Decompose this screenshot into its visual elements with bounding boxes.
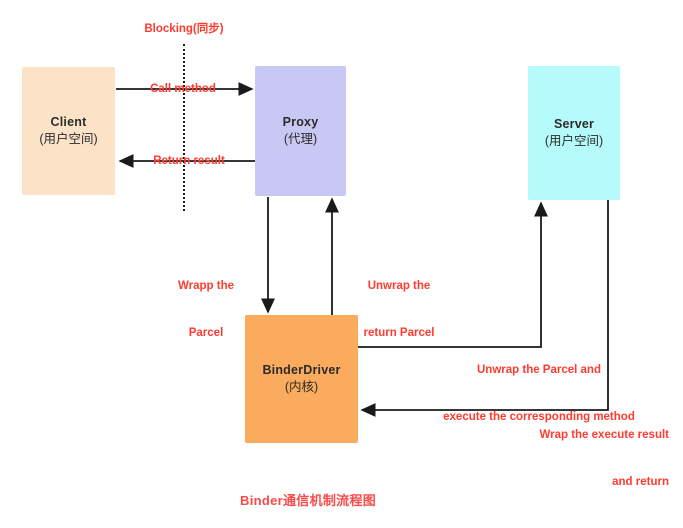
label-wrap-result-line1: Wrap the execute result [539,429,669,442]
blocking-dotted-line [183,44,185,211]
node-binder-driver-subtitle: (内核) [284,380,319,394]
label-wrapp-parcel-line2: Parcel [188,326,224,339]
node-binder-driver[interactable]: BinderDriver (内核) [245,315,358,443]
node-proxy[interactable]: Proxy (代理) [255,66,346,196]
label-unwrap-return-parcel-line1: Unwrap the [367,280,431,293]
label-return-result: Return result [153,155,225,167]
node-client-title: Client [50,115,87,130]
diagram-caption: Binder通信机制流程图 [240,493,377,508]
label-wrapp-parcel-line1: Wrapp the [177,280,234,293]
label-blocking: Blocking(同步) [144,23,224,35]
label-unwrap-execute: Unwrap the Parcel and execute the corres… [409,332,669,456]
label-unwrap-execute-line1: Unwrap the Parcel and [477,364,601,377]
node-client[interactable]: Client (用户空间) [22,67,115,195]
label-unwrap-return-parcel-line2: return Parcel [363,326,435,339]
node-server[interactable]: Server (用户空间) [528,66,620,200]
label-wrap-result-line2: and return [612,475,669,488]
node-client-subtitle: (用户空间) [39,132,98,146]
node-proxy-title: Proxy [282,115,319,130]
node-server-title: Server [553,117,595,132]
label-call-method: Call method [150,83,216,95]
label-wrap-result: Wrap the execute result and return [440,397,669,521]
label-unwrap-return-parcel: Unwrap the return Parcel [343,248,455,372]
node-binder-driver-title: BinderDriver [262,363,341,378]
label-wrapp-parcel: Wrapp the Parcel [158,248,254,372]
label-unwrap-execute-line2: execute the corresponding method [443,410,635,423]
node-server-subtitle: (用户空间) [544,134,604,148]
node-proxy-subtitle: (代理) [283,132,318,146]
